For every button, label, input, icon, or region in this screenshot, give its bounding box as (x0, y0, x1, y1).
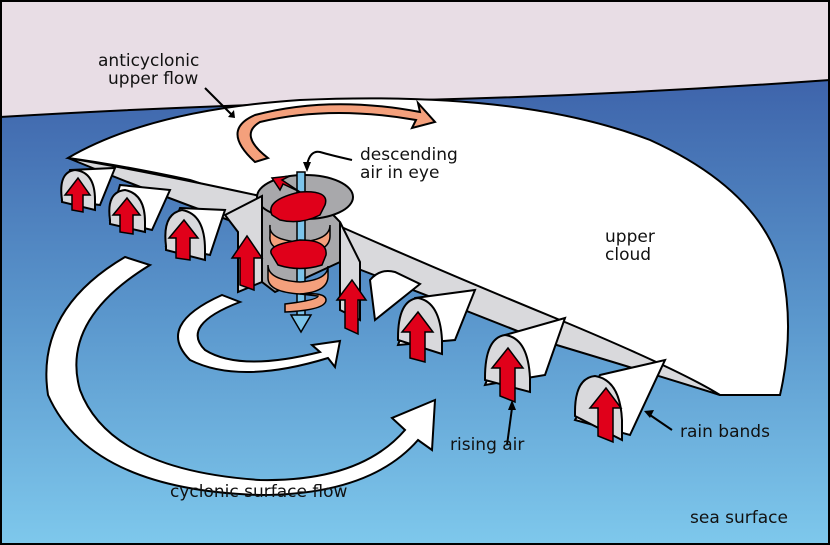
rain-band-arch (368, 270, 422, 322)
rain-band-2 (108, 183, 172, 235)
rain-band-3 (164, 206, 227, 262)
rain-bands-pointer (649, 414, 673, 431)
rain-band-1 (60, 166, 117, 213)
label-rising-air: rising air (450, 435, 524, 455)
label-upper-cloud-line2: cloud (605, 245, 651, 265)
rising-air-arrow (111, 196, 142, 235)
descending-pointer-head (303, 162, 311, 172)
rising-air-arrow (230, 234, 264, 292)
label-upper-cloud-line1: upper (605, 227, 655, 247)
rising-air-arrow (400, 310, 435, 363)
label-rain-bands: rain bands (680, 422, 770, 442)
rising-air-arrow (335, 278, 368, 336)
descending-air-arrowhead (289, 314, 313, 334)
rising-air-arrow (490, 346, 525, 404)
label-descending-line1: descending (360, 145, 458, 165)
rising-air-arrow (63, 176, 92, 213)
label-anticyclonic-line1: anticyclonic (98, 51, 199, 71)
anticyclonic-flow-arrow (236, 99, 437, 164)
eye-spiral (267, 175, 331, 313)
label-descending-line2: air in eye (360, 163, 439, 183)
anticyclonic-pointer-head (228, 110, 235, 118)
label-cyclonic-surface-flow: cyclonic surface flow (170, 482, 347, 502)
rising-air-arrow (167, 218, 200, 261)
anticyclonic-pointer (204, 87, 233, 116)
cyclonic-flow-inner-arrow (177, 293, 342, 373)
rising-air-arrow (588, 386, 623, 444)
spiral-arrowhead (270, 175, 301, 193)
cyclonic-flow-outer-arrow (45, 255, 437, 497)
rising-air-pointer-head (508, 400, 516, 410)
label-anticyclonic-line2: upper flow (108, 69, 198, 89)
rain-band-4 (396, 288, 477, 363)
rising-air-pointer (506, 407, 513, 446)
label-sea-surface: sea surface (690, 508, 788, 528)
descending-pointer (306, 150, 353, 166)
rain-band-6 (573, 358, 667, 444)
rain-band-5 (483, 316, 567, 404)
rain-bands-pointer-head (644, 410, 654, 418)
